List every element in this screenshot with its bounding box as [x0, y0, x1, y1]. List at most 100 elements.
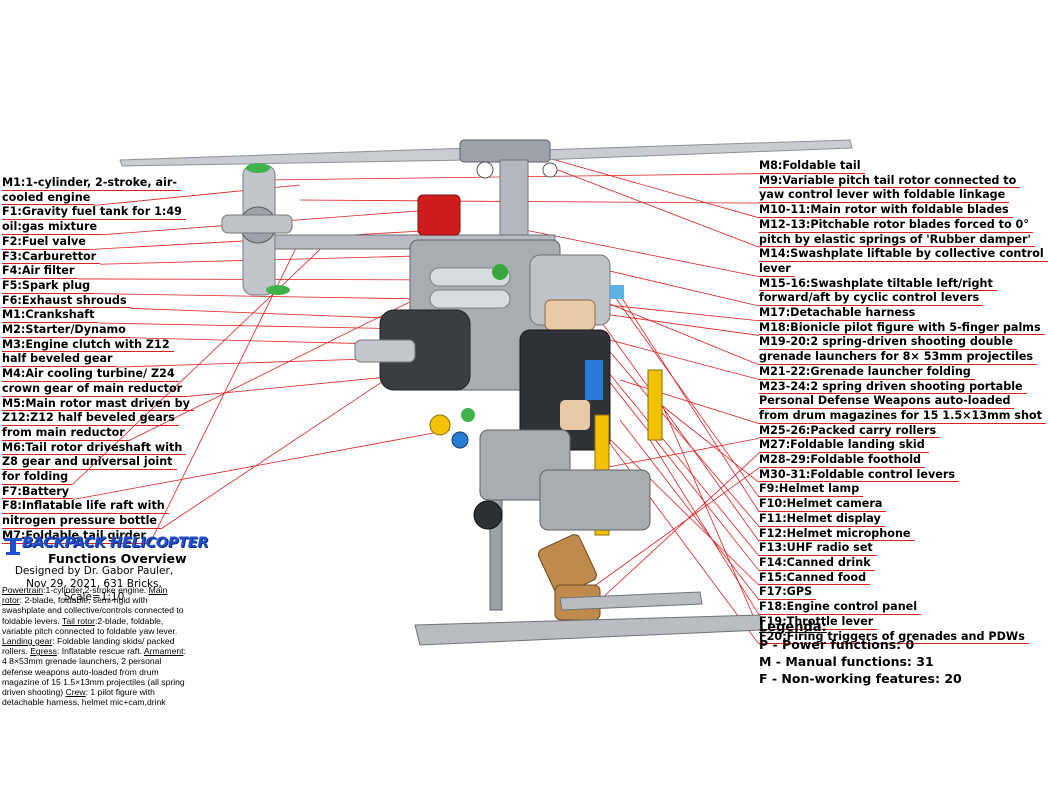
- logo-title: BACKPACK HELICOPTER: [22, 535, 209, 551]
- left-callout-11-line-1: Z12:Z12 half beveled gears: [2, 411, 179, 426]
- right-leader-line-9: [609, 339, 760, 380]
- left-callout-11-line-2: from main reductor: [2, 426, 129, 441]
- right-callout-17-line-0: F11:Helmet display: [759, 512, 885, 527]
- left-leader-line-12: [71, 239, 331, 486]
- right-callout-3-line-1: pitch by elastic springs of 'Rubber damp…: [759, 233, 1035, 248]
- summary-heading-4: Egress: [30, 646, 57, 657]
- right-callout-5-line-0: M15-16:Swashplate tiltable left/right: [759, 277, 997, 292]
- right-leader-line-15: [609, 289, 760, 498]
- right-callout-0-line-0: M8:Foldable tail: [759, 159, 865, 174]
- left-callout-11-line-0: M5:Main rotor mast driven by: [2, 397, 194, 412]
- right-leader-line-4: [524, 229, 760, 278]
- summary-text-4: : Inflatable rescue raft.: [56, 646, 144, 657]
- main-rotor: [119, 139, 853, 241]
- right-leader-line-22: [619, 419, 760, 601]
- right-callout-1-line-1: yaw control lever with foldable linkage: [759, 188, 1010, 204]
- left-callout-8-line-0: M2:Starter/Dynamo: [2, 323, 130, 338]
- left-callout-7-line-0: M1:Crankshaft: [2, 308, 99, 324]
- left-callout-1-line-1: oil:gas mixture: [2, 220, 102, 235]
- right-callout-25-line-0: F20:Firing triggers of grenades and PDWs: [759, 630, 1029, 645]
- right-callout-16-line-0: F10:Helmet camera: [759, 497, 887, 512]
- fuel-tank: [417, 194, 461, 236]
- right-leader-line-10: [619, 379, 760, 425]
- right-callout-15-line-0: F9:Helmet lamp: [759, 482, 864, 498]
- right-leader-line-18: [599, 319, 760, 542]
- left-callout-9-line-0: M3:Engine clutch with Z12: [2, 338, 174, 353]
- summary-heading-3: Landing gear: [2, 636, 53, 647]
- right-callout-10-line-2: from drum magazines for 15 1.5×13mm shot: [759, 409, 1046, 424]
- left-callout-12-line-2: for folding: [2, 470, 73, 485]
- left-callout-4-line-0: F4:Air filter: [2, 264, 79, 279]
- right-leader-line-1: [299, 199, 760, 204]
- left-callout-2-line-0: F2:Fuel valve: [2, 235, 90, 250]
- right-leader-line-23: [649, 439, 760, 616]
- functions-overview-title: Functions Overview: [48, 551, 187, 566]
- right-callout-21-line-0: F15:Canned food: [759, 571, 871, 586]
- right-callout-22-line-0: F17:GPS: [759, 585, 817, 601]
- right-callout-3-line-0: M12-13:Pitchable rotor blades forced to …: [759, 218, 1033, 233]
- summary-text-6: : 1 pilot figure with detachable harness…: [2, 687, 166, 708]
- left-callout-list: M1:1-cylinder, 2-stroke, air-cooled engi…: [2, 176, 194, 544]
- right-callout-23-line-0: F18:Engine control panel: [759, 600, 922, 615]
- right-callout-18-line-0: F12:Helmet microphone: [759, 527, 915, 542]
- right-leader-line-24: [659, 399, 760, 630]
- right-callout-19-line-0: F13:UHF radio set: [759, 541, 877, 556]
- left-callout-12-line-1: Z8 gear and universal joint: [2, 455, 177, 471]
- left-callout-5-line-0: F5:Spark plug: [2, 279, 95, 294]
- left-callout-12-line-0: M6:Tail rotor driveshaft with: [2, 441, 187, 456]
- left-callout-0-line-0: M1:1-cylinder, 2-stroke, air-: [2, 176, 182, 191]
- right-leader-line-8: [599, 299, 760, 366]
- right-leader-line-14: [654, 399, 760, 483]
- left-callout-0-line-1: cooled engine: [2, 191, 95, 206]
- right-callout-24-line-0: F19:Throttle lever: [759, 615, 878, 630]
- left-callout-10-line-1: crown gear of main reductor: [2, 382, 187, 397]
- right-callout-14-line-0: M30-31:Foldable control levers: [759, 468, 960, 483]
- helicopter-model-illustration: [119, 139, 853, 646]
- right-callout-9-line-0: M21-22:Grenade launcher folding: [759, 365, 975, 380]
- designer-byline: Designed by Dr. Gabor Pauler, Nov 29, 20…: [14, 565, 174, 603]
- left-callout-6-line-0: F6:Exhaust shrouds: [2, 294, 131, 309]
- right-callout-10-line-0: M23-24:2 spring driven shooting portable: [759, 380, 1027, 395]
- right-callout-6-line-0: M17:Detachable harness: [759, 306, 920, 321]
- legend-item-manual: M - Manual functions: 31: [759, 654, 934, 669]
- summary-heading-6: Crew: [65, 687, 86, 698]
- legend: Legenda: P - Power functions: 0 M - Manu…: [759, 619, 962, 687]
- right-callout-12-line-0: M27:Foldable landing skid: [759, 438, 929, 454]
- summary-heading-5: Armament: [143, 646, 184, 657]
- left-callout-3-line-0: F3:Carburettor: [2, 250, 101, 265]
- summary-heading-0: Powertrain: [2, 585, 44, 595]
- summary-text-3: : Foldable landing skids/ packed rollers…: [2, 636, 175, 657]
- left-callout-14-line-1: nitrogen pressure bottle: [2, 514, 162, 529]
- right-leader-line-16: [619, 294, 760, 513]
- right-leader-line-20: [599, 369, 760, 571]
- summary-heading-2: Tail rotor: [62, 615, 95, 626]
- right-callout-13-line-0: M28-29:Foldable foothold: [759, 453, 926, 468]
- right-leader-line-13: [574, 467, 760, 601]
- left-callout-1-line-0: F1:Gravity fuel tank for 1:49: [2, 205, 186, 221]
- right-callout-4-line-1: lever: [759, 262, 795, 277]
- left-callout-9-line-1: half beveled gear: [2, 352, 117, 368]
- right-callout-1-line-0: M9:Variable pitch tail rotor connected t…: [759, 174, 1021, 189]
- right-callout-5-line-1: forward/aft by cyclic control levers: [759, 291, 984, 307]
- summary-paragraph: Powertrain:1-cylinder,2-stroke engine. M…: [2, 585, 188, 707]
- right-callout-8-line-1: grenade launchers for 8× 53mm projectile…: [759, 350, 1038, 365]
- left-callout-13-line-0: F7:Battery: [2, 485, 74, 500]
- right-callout-10-line-1: Personal Defense Weapons auto-loaded: [759, 394, 1015, 409]
- backpack-helicopter-logo: [4, 538, 22, 555]
- right-leader-line-3: [544, 164, 760, 248]
- summary-text-2: :2-blade, foldable, variable pitch conne…: [2, 615, 178, 636]
- right-leader-line-19: [589, 349, 760, 557]
- right-callout-7-line-0: M18:Bionicle pilot figure with 5-finger …: [759, 321, 1045, 336]
- right-callout-4-line-0: M14:Swashplate liftable by collective co…: [759, 247, 1048, 262]
- right-leader-line-12: [599, 452, 760, 601]
- right-leader-line-25: [599, 429, 760, 645]
- summary-text-5: : 4 8×53mm grenade launchers, 2 personal…: [2, 646, 186, 698]
- summary-text-1: : 2-blade, foldable, semi-rigid with swa…: [2, 595, 184, 626]
- left-callout-14-line-0: F8:Inflatable life raft with: [2, 499, 169, 515]
- landing-gear: [414, 429, 763, 646]
- right-leader-line-2: [519, 149, 760, 219]
- left-callout-15-line-0: M7:Foldable tail girder: [2, 529, 150, 544]
- legend-item-features: F - Non-working features: 20: [759, 671, 962, 686]
- legend-heading: Legenda:: [759, 620, 827, 635]
